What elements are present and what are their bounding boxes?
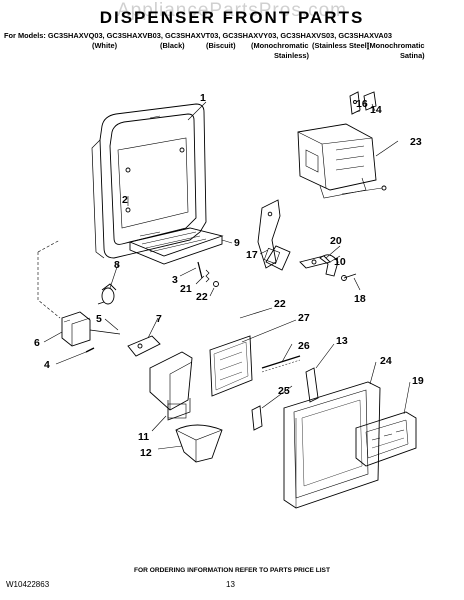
part-16-clip <box>349 91 361 115</box>
callout-6: 6 <box>34 337 40 349</box>
part-11-ice-chute <box>149 351 193 421</box>
part-6-ice-module <box>61 311 91 347</box>
part-26-harness <box>261 355 301 373</box>
part-25-trim-strip <box>251 405 263 431</box>
part-12-funnel <box>175 424 223 463</box>
callout-23: 23 <box>410 136 422 148</box>
part-7-door-motor <box>127 335 161 357</box>
callout-20: 20 <box>330 235 342 247</box>
part-5-wire <box>37 239 121 335</box>
part-4-fastener <box>85 347 95 353</box>
callout-17: 17 <box>246 249 258 261</box>
callout-labels: 1 2 3 4 5 6 7 8 9 10 11 12 13 14 16 17 1… <box>34 92 424 459</box>
callout-19: 19 <box>412 375 424 387</box>
variant-monochromatic-satina-line2: Satina) <box>400 51 425 60</box>
callout-21: 21 <box>180 283 192 295</box>
part-19-display-panel <box>355 411 417 467</box>
models-line: For Models: GC3SHAXVQ03, GC3SHAXVB03, GC… <box>4 31 392 40</box>
part-21-spring <box>205 269 210 283</box>
variant-monochromatic-stainless-line2: Stainless) <box>274 51 309 60</box>
part-23-control-assembly <box>297 123 387 199</box>
callout-3: 3 <box>172 274 178 286</box>
callout-22-upper: 22 <box>274 298 286 310</box>
part-17-dispenser-lever <box>257 199 291 271</box>
watermark: AppliancePartsPros.com <box>116 0 348 21</box>
part-18-screw <box>341 273 357 281</box>
leader-lines <box>43 101 411 450</box>
part-20-actuator-arm <box>299 254 339 277</box>
callout-8: 8 <box>114 259 120 271</box>
callout-5: 5 <box>96 313 102 325</box>
callout-27: 27 <box>298 312 310 324</box>
part-1-housing <box>91 103 207 259</box>
variant-white: (White) <box>92 41 118 50</box>
callout-9: 9 <box>234 237 240 249</box>
ordering-note: FOR ORDERING INFORMATION REFER TO PARTS … <box>134 567 330 574</box>
page-title: DISPENSER FRONT PARTS <box>99 8 365 27</box>
callout-11: 11 <box>138 431 149 443</box>
callout-2: 2 <box>122 194 128 206</box>
part-8-connector <box>97 283 117 305</box>
part-3-pin <box>197 261 203 279</box>
variant-biscuit: (Biscuit) <box>206 41 236 50</box>
callout-18: 18 <box>354 293 366 305</box>
part-13-trim-strip <box>305 367 319 403</box>
callout-4: 4 <box>44 359 50 371</box>
callout-13: 13 <box>336 335 348 347</box>
callout-1: 1 <box>200 92 206 104</box>
part-9-drip-tray <box>128 227 224 265</box>
callout-7: 7 <box>156 313 162 325</box>
callout-10: 10 <box>334 256 346 268</box>
callout-25: 25 <box>278 385 290 397</box>
part-14-bracket <box>363 91 377 111</box>
part-24-front-bezel <box>283 381 381 509</box>
callout-22-lower: 22 <box>196 291 208 303</box>
variant-monochromatic-stainless-line1: (Monochromatic <box>251 41 309 50</box>
page-number: 13 <box>226 580 235 589</box>
variant-black: (Black) <box>160 41 185 50</box>
part-27-control-board <box>209 335 253 397</box>
callout-26: 26 <box>298 340 310 352</box>
callout-24: 24 <box>380 355 392 367</box>
callout-16: 16 <box>356 98 368 110</box>
variant-stainless-steel: (Stainless Steel) <box>312 41 370 50</box>
document-number: W10422863 <box>6 580 50 589</box>
callout-14: 14 <box>370 104 382 116</box>
variant-monochromatic-satina-line1: (Monochromatic <box>367 41 425 50</box>
part-22-screw-lower <box>213 281 219 287</box>
callout-12: 12 <box>140 447 152 459</box>
